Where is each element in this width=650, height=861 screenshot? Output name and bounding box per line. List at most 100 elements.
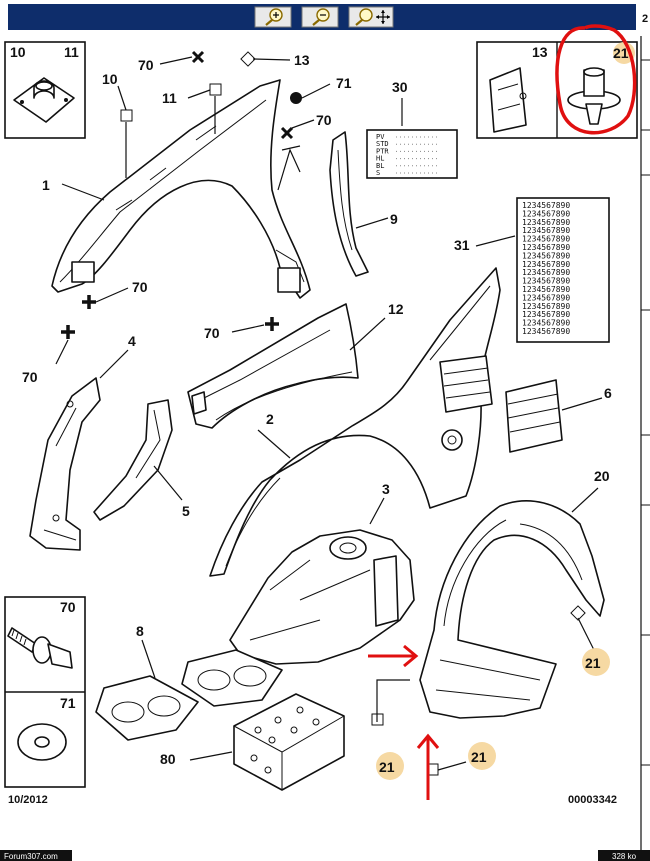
table-30-row: HL xyxy=(376,155,384,163)
right-edge-ticks xyxy=(641,59,650,766)
callout-70e: 70 xyxy=(204,325,220,341)
square-clip-icon xyxy=(240,51,256,67)
callout-30: 30 xyxy=(392,79,408,95)
part-3-strut-tower xyxy=(229,529,415,665)
zoom-move-icon xyxy=(355,8,390,26)
watermark-bar xyxy=(0,850,72,861)
table-31-row: 1234567890 xyxy=(522,268,570,277)
square-clip-icon xyxy=(120,109,133,122)
part-6-bracket xyxy=(505,379,563,453)
washer-71-icon xyxy=(17,723,67,761)
table-31-row: 1234567890 xyxy=(522,235,570,244)
inset-label-71: 71 xyxy=(60,695,76,711)
zoom-in-button[interactable] xyxy=(254,6,292,28)
callout-21a: 21 xyxy=(585,655,601,671)
square-clip-icon xyxy=(209,83,222,96)
fastener-21-icon xyxy=(567,67,621,125)
part-1-front-wing xyxy=(51,79,311,299)
part-5-pillar xyxy=(93,399,173,521)
right-edge-digit: 2 xyxy=(642,13,648,25)
cross-icon xyxy=(191,50,205,64)
part-9-strip xyxy=(329,131,369,277)
table-30-row: S xyxy=(376,169,380,177)
table-31-row: 1234567890 xyxy=(522,226,570,235)
size-bar xyxy=(598,850,650,861)
callout-2: 2 xyxy=(266,411,274,427)
table-31-row: 1234567890 xyxy=(522,243,570,252)
table-31-row: 1234567890 xyxy=(522,201,570,210)
table-30-row: BL xyxy=(376,162,384,170)
callout-21c: 21 xyxy=(471,749,487,765)
plus-icon xyxy=(61,325,75,339)
callout-71: 71 xyxy=(336,75,352,91)
inset-13-21: 13 21 xyxy=(476,24,638,139)
highlight-circle-21b xyxy=(376,752,404,780)
watermark-text: Forum307.com xyxy=(4,852,58,861)
red-annotation-circle xyxy=(555,24,637,135)
red-arrow-right-icon xyxy=(368,644,419,668)
table-31-row: 1234567890 xyxy=(522,293,570,302)
part-4-pillar xyxy=(29,377,101,551)
callout-13: 13 xyxy=(294,52,310,68)
part-12-reinforcement xyxy=(187,303,359,429)
callout-80: 80 xyxy=(160,751,176,767)
callout-10: 10 xyxy=(102,71,118,87)
dot-fastener-icon xyxy=(290,92,302,104)
square-clip-icon xyxy=(570,605,586,621)
part-80-block xyxy=(233,693,345,791)
table-30-row: STD xyxy=(376,140,389,148)
table-31-row: 1234567890 xyxy=(522,260,570,269)
table-31-row: 1234567890 xyxy=(522,302,570,311)
callout-1: 1 xyxy=(42,177,50,193)
highlight-circle-21c xyxy=(468,742,496,770)
table-31-row: 1234567890 xyxy=(522,218,570,227)
zoom-in-icon xyxy=(265,8,283,26)
clip-bracket-icon xyxy=(13,77,75,123)
inset-70-71: 70 71 xyxy=(4,596,86,788)
table-30-row: PV xyxy=(376,133,385,141)
callout-21b: 21 xyxy=(379,759,395,775)
table-30-row: PTR xyxy=(376,147,389,155)
inset-label-21: 21 xyxy=(613,45,629,61)
clip-13-icon xyxy=(489,67,527,133)
table-31: 1234567890123456789012345678901234567890… xyxy=(516,197,610,343)
table-31-row: 1234567890 xyxy=(522,251,570,260)
inset-label-10: 10 xyxy=(10,44,26,60)
footer-date: 10/2012 xyxy=(8,794,48,806)
callout-70d: 70 xyxy=(22,369,38,385)
callout-70b: 70 xyxy=(316,112,332,128)
callout-4: 4 xyxy=(128,333,136,349)
inset-label-70: 70 xyxy=(60,599,76,615)
callout-20: 20 xyxy=(594,468,610,484)
zoom-out-icon xyxy=(312,8,330,26)
zoom-move-button[interactable] xyxy=(348,6,394,28)
zoom-out-button[interactable] xyxy=(301,6,339,28)
table-31-row: 1234567890 xyxy=(522,277,570,286)
plus-icon xyxy=(82,295,96,309)
plus-icon xyxy=(265,317,279,331)
callout-70c: 70 xyxy=(132,279,148,295)
red-arrows xyxy=(368,644,440,800)
table-31-row: 1234567890 xyxy=(522,310,570,319)
callout-31: 31 xyxy=(454,237,470,253)
part-2-inner-panel xyxy=(209,267,501,577)
callout-6: 6 xyxy=(604,385,612,401)
bolt-70-icon xyxy=(7,627,73,669)
callout-11: 11 xyxy=(162,90,177,106)
leader-lines xyxy=(55,56,603,771)
table-31-row: 1234567890 xyxy=(522,209,570,218)
callout-3: 3 xyxy=(382,481,390,497)
table-31-row: 1234567890 xyxy=(522,327,570,336)
callout-9: 9 xyxy=(390,211,398,227)
inset-10-11: 10 11 xyxy=(4,41,86,139)
highlight-circle-21a xyxy=(582,648,610,676)
footer-ref: 00003342 xyxy=(568,794,617,806)
cross-icon xyxy=(280,126,294,140)
inset-label-11: 11 xyxy=(64,44,79,60)
callout-labels: 1 2 3 4 5 6 8 9 10 11 12 13 20 21 21 21 … xyxy=(22,52,612,775)
callout-5: 5 xyxy=(182,503,190,519)
callout-12: 12 xyxy=(388,301,404,317)
part-20-liner xyxy=(419,500,605,719)
